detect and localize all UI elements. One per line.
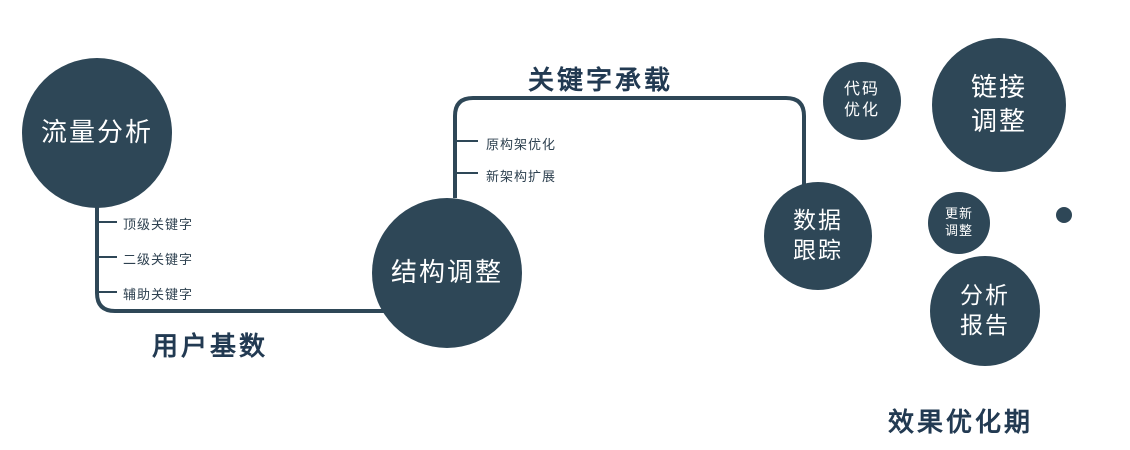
branch-label-top-keywords: 顶级关键字 — [123, 217, 194, 232]
node-analysis-report: 分析 报告 — [930, 256, 1040, 366]
node-code-optimization: 代码 优化 — [823, 62, 901, 140]
node-data-tracking-label: 数据 跟踪 — [793, 207, 843, 263]
node-code-optimization-label: 代码 优化 — [843, 81, 880, 119]
node-analysis-report-label: 分析 报告 — [960, 282, 1010, 338]
branch-label-secondary-keywords: 二级关键字 — [123, 252, 194, 267]
node-link-adjust: 链接 调整 — [932, 38, 1066, 172]
node-link-adjust-label: 链接 调整 — [970, 72, 1027, 136]
dot-bullet — [1056, 207, 1072, 223]
node-update-adjust-label: 更新 调整 — [944, 206, 973, 238]
node-update-adjust: 更新 调整 — [928, 192, 990, 254]
edge-label-effect-period: 效果优化期 — [888, 407, 1034, 437]
branch-label-original-architecture: 原构架优化 — [486, 137, 557, 152]
node-data-tracking: 数据 跟踪 — [764, 182, 872, 290]
node-structure-adjust-label: 结构调整 — [390, 257, 503, 288]
edge-label-user-base: 用户基数 — [152, 331, 269, 361]
node-traffic-analysis-label: 流量分析 — [40, 117, 153, 148]
branch-label-new-architecture: 新架构扩展 — [486, 169, 557, 184]
node-traffic-analysis: 流量分析 — [22, 58, 172, 208]
connector-traffic-structure — [95, 198, 384, 313]
node-structure-adjust: 结构调整 — [372, 198, 522, 348]
branch-label-auxiliary-keywords: 辅助关键字 — [123, 287, 194, 302]
edge-label-keyword-carry: 关键字承载 — [528, 65, 674, 95]
connector-structure-datatracking — [453, 96, 806, 198]
